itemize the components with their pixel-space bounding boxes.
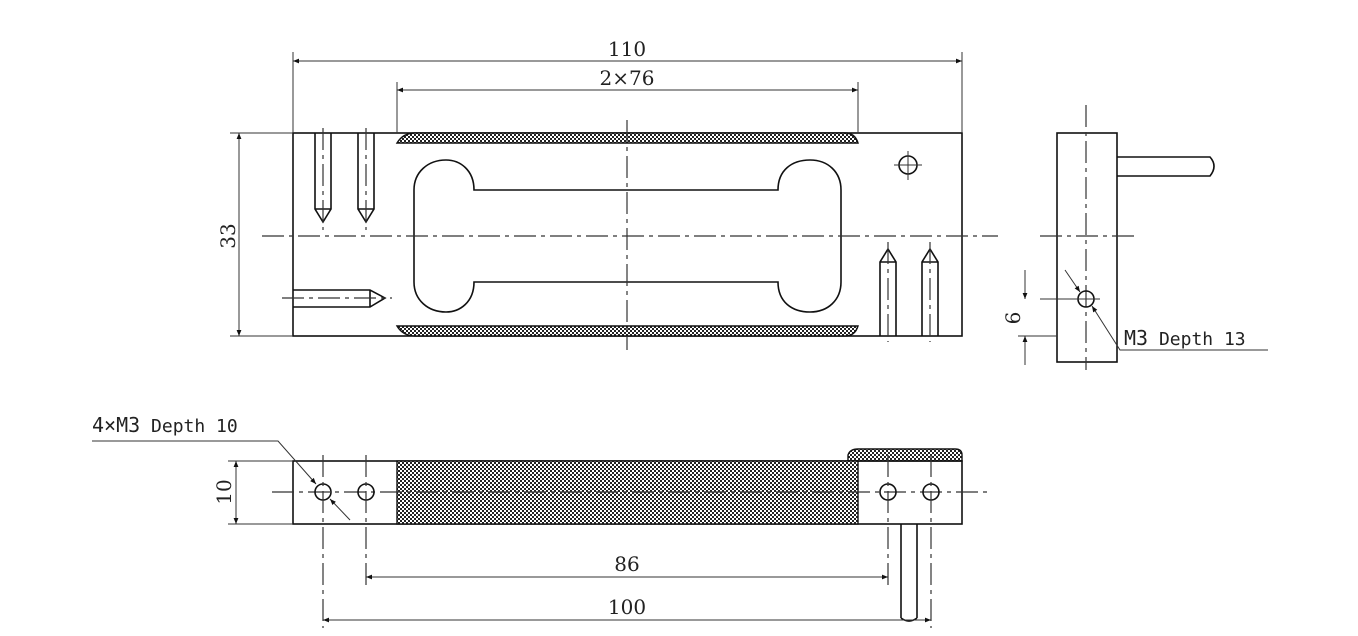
bottom-view: 10 86 100 4×M3 Depth 10 xyxy=(92,413,990,628)
dimension-pitch-label: 2×76 xyxy=(600,66,655,90)
thread-callout-bottom: 4×M3 Depth 10 xyxy=(92,413,238,437)
dimension-offset-label: 6 xyxy=(1001,312,1025,325)
mounting-mark-icon xyxy=(894,151,922,180)
threaded-holes-left xyxy=(314,128,375,230)
dimension-86-label: 86 xyxy=(614,552,639,576)
bone-cutout xyxy=(413,159,842,313)
threaded-holes-right xyxy=(879,242,939,342)
dimension-length-label: 110 xyxy=(608,37,646,61)
bottom-cable xyxy=(900,524,918,622)
cable xyxy=(1117,156,1215,177)
mounting-holes xyxy=(314,455,940,628)
cover-strip xyxy=(847,448,963,462)
top-view: 110 2×76 33 xyxy=(216,37,998,350)
side-view: 6 M3 Depth 13 xyxy=(1001,105,1268,370)
side-outline xyxy=(1056,132,1118,363)
side-cable-hole xyxy=(282,289,392,308)
thread-callout-side: M3 Depth 13 xyxy=(1124,326,1246,350)
dimension-100-label: 100 xyxy=(608,595,646,619)
dimension-height-label: 33 xyxy=(216,223,240,248)
dimension-thickness-label: 10 xyxy=(212,479,236,504)
